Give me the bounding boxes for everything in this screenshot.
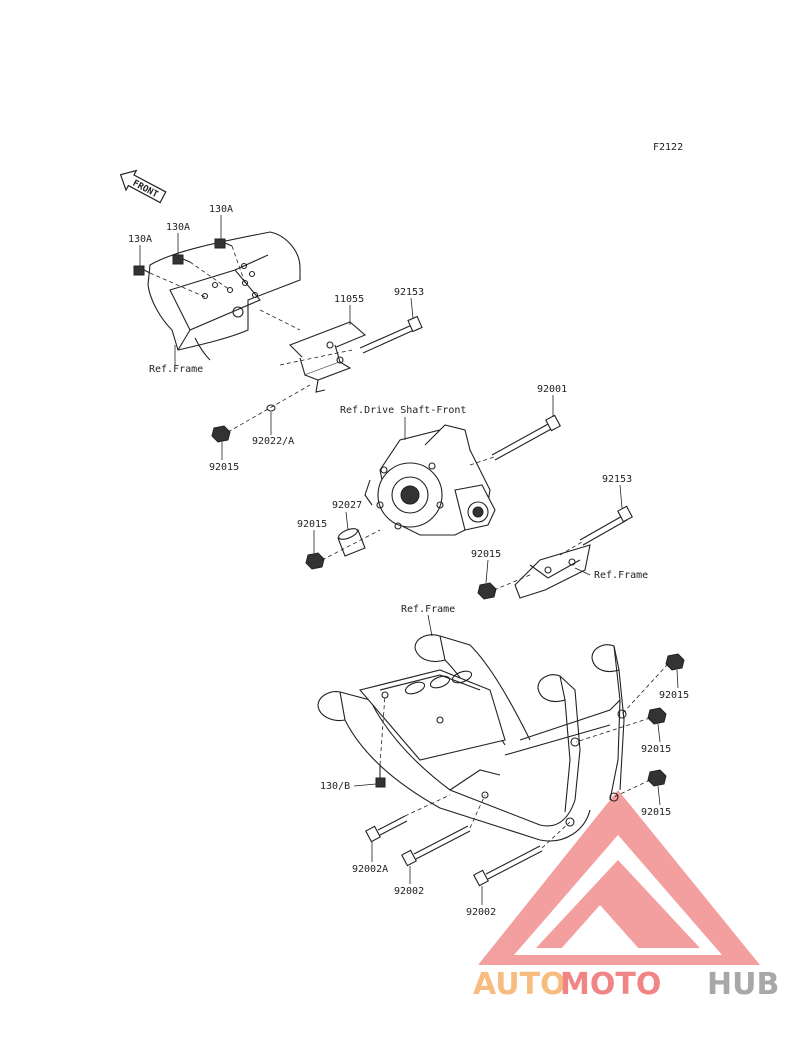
label-92015-2: 92015 xyxy=(297,519,327,530)
bolt-92001 xyxy=(469,414,561,466)
nut-92015-middle-left xyxy=(305,552,325,570)
label-130b: 130/B xyxy=(320,781,350,792)
label-92015-1: 92015 xyxy=(209,462,239,473)
watermark-text: AUTO MOTO HUB xyxy=(473,967,779,1002)
label-130a-2: 130A xyxy=(166,222,190,233)
label-130a-1: 130A xyxy=(128,234,152,245)
bolt-92153-lower xyxy=(579,505,633,546)
label-92015-3: 92015 xyxy=(471,549,501,560)
upper-frame-section xyxy=(147,231,301,361)
bolt-130a-3 xyxy=(214,238,233,249)
label-92027: 92027 xyxy=(332,500,362,511)
label-92002a: 92002A xyxy=(352,864,388,875)
label-ref-frame-3: Ref.Frame xyxy=(401,604,455,615)
label-92153-2: 92153 xyxy=(602,474,632,485)
watermark-auto: AUTO xyxy=(473,967,566,1002)
watermark-logo xyxy=(478,790,760,965)
label-ref-frame-1: Ref.Frame xyxy=(149,364,203,375)
watermark-moto: MOTO xyxy=(560,967,661,1002)
lower-frame xyxy=(317,634,627,842)
watermark-hub: HUB xyxy=(707,967,779,1002)
nut-92015-upper xyxy=(211,425,231,443)
bolt-130a-2 xyxy=(172,254,191,265)
bracket-11055 xyxy=(289,321,367,393)
diagram-code: F2122 xyxy=(653,142,683,153)
label-11055: 11055 xyxy=(334,294,364,305)
leader-lines xyxy=(139,215,679,905)
nut-92015-frame-3 xyxy=(647,769,667,787)
bolt-92002a xyxy=(365,815,408,843)
nut-92015-frame-2 xyxy=(647,707,667,725)
bolt-130a-1 xyxy=(133,265,151,276)
lower-bracket xyxy=(514,544,591,599)
label-92153-1: 92153 xyxy=(394,287,424,298)
label-92015-4: 92015 xyxy=(659,690,689,701)
front-arrow-icon: FRONT xyxy=(119,169,167,204)
bolt-130b xyxy=(375,765,386,788)
label-ref-frame-2: Ref.Frame xyxy=(594,570,648,581)
nut-92015-frame-1 xyxy=(665,653,685,671)
bolt-92002-2 xyxy=(473,845,543,887)
front-differential xyxy=(364,424,496,536)
label-130a-3: 130A xyxy=(209,204,233,215)
label-92001: 92001 xyxy=(537,384,567,395)
label-92002-2: 92002 xyxy=(466,907,496,918)
label-92022a: 92022/A xyxy=(252,436,294,447)
nut-92015-middle-right xyxy=(477,582,497,600)
bolt-92153-upper xyxy=(359,315,423,354)
collar-92027 xyxy=(337,528,366,557)
label-ref-drive-shaft-front: Ref.Drive Shaft-Front xyxy=(340,405,466,416)
label-92015-5: 92015 xyxy=(641,744,671,755)
bolt-92002-1 xyxy=(401,825,471,867)
label-92015-6: 92015 xyxy=(641,807,671,818)
label-92002-1: 92002 xyxy=(394,886,424,897)
